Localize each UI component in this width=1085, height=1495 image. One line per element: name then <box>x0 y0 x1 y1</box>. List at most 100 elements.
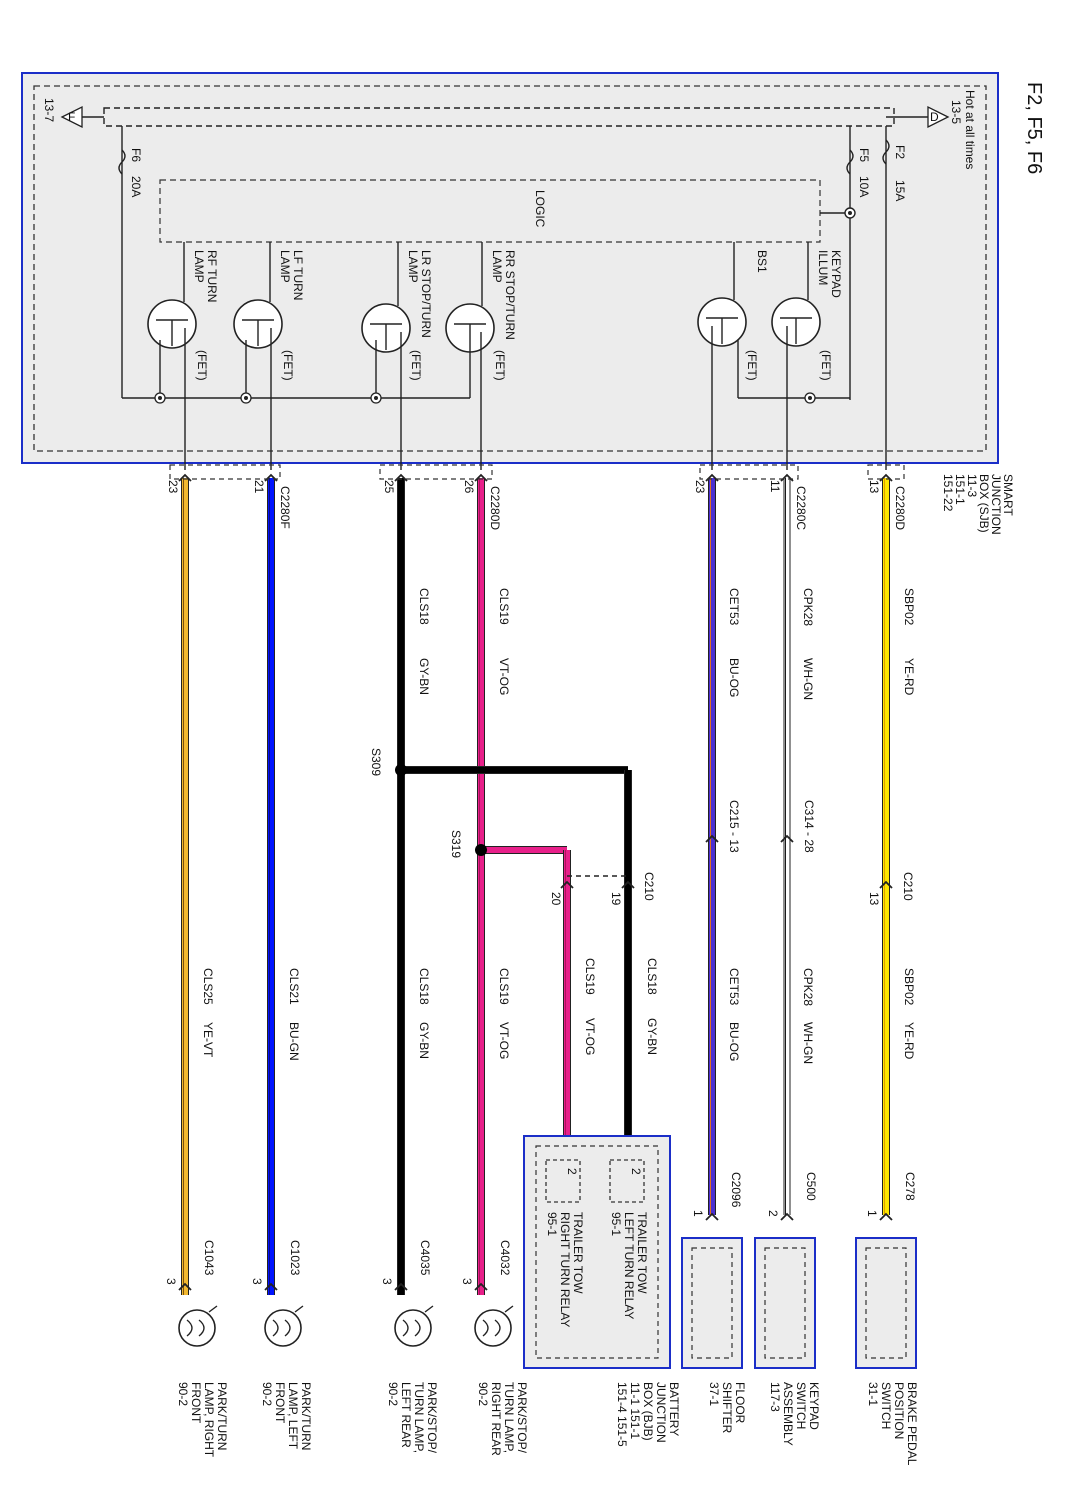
hot-triangle-f: F <box>60 105 83 129</box>
end-pin-chevron <box>879 1212 893 1221</box>
end-pin-chevron <box>264 1282 278 1291</box>
wire-sbp02-circuit-label: SBP02 <box>902 588 916 626</box>
relay-label-line: TRAILER TOW <box>635 1212 649 1294</box>
splice-s309-label: S309 <box>369 748 383 776</box>
wire-cls18-color-label: GY-BN <box>417 1022 431 1059</box>
component-label-line: 90-2 <box>386 1382 400 1406</box>
driver-label: KEYPAD <box>829 250 843 298</box>
sjb-connector-name: C2280F <box>278 486 292 529</box>
hot-label-line2: 13-5 <box>949 100 963 124</box>
relay-branch-cls18-color: GY-BN <box>645 1018 659 1055</box>
logic-label: LOGIC <box>533 190 547 228</box>
end-connector-label: C2096 <box>729 1172 743 1208</box>
fuse-symbols <box>118 126 890 470</box>
sjb-pin-number: 26 <box>462 480 476 494</box>
sjb-ref-13-7: 13-7 <box>42 98 56 122</box>
wire-cls21-circuit-label: CLS21 <box>287 968 301 1005</box>
driver-label: RR STOP/TURN <box>503 250 517 340</box>
lamp-ground-icon <box>294 1305 304 1313</box>
sjb-pin-number: 11 <box>768 480 782 493</box>
component-label-line: FLOOR <box>733 1382 747 1424</box>
sjb-title-line: 151-22 <box>941 474 955 512</box>
sjb-connector-boxes <box>169 464 905 480</box>
driver-label: LAMP <box>278 250 292 283</box>
sjb-pin-number: 25 <box>382 480 396 494</box>
fet-drivers <box>122 242 850 470</box>
splice-s309 <box>395 764 407 776</box>
bjb-label-line: 151-4 151-5 <box>615 1382 629 1447</box>
sjb-title-line: SMART <box>1001 474 1015 516</box>
sjb-pin-number: 23 <box>166 480 180 494</box>
hot-label-line1: Hot at all times <box>963 90 977 169</box>
end-pin-chevron <box>780 1212 794 1221</box>
component-label-line: RIGHT REAR <box>489 1382 503 1456</box>
splice-dot-center <box>244 396 248 400</box>
wire-cls25-color-label: YE-VT <box>201 1022 215 1058</box>
end-pin-number: 3 <box>164 1278 178 1285</box>
sjb-title-line: 151-1 <box>953 474 967 505</box>
wire-sbp02-color-label: YE-RD <box>902 1022 916 1060</box>
component-label-line: LEFT REAR <box>399 1382 413 1448</box>
bjb-label-line: BATTERY <box>667 1382 681 1436</box>
brake-pedal-switch-box <box>855 1237 917 1369</box>
fuse-f6-rating: 20A <box>129 176 143 197</box>
wire-cls19-color-label: VT-OG <box>497 658 511 695</box>
c215-chevron <box>705 834 719 843</box>
keypad-switch-box <box>754 1237 816 1369</box>
c215-label: C215 - 13 <box>727 800 741 853</box>
sjb-connector-name: C2280C <box>794 486 808 530</box>
fuse-f6-name: F6 <box>129 148 143 162</box>
wire-cet53-color-label: BU-OG <box>727 658 741 697</box>
component-label-line: 90-2 <box>260 1382 274 1406</box>
c210-label: C210 <box>901 872 915 901</box>
component-label-line: SHIFTER <box>720 1382 734 1434</box>
splice-dot-center <box>808 396 812 400</box>
c210-chevron <box>621 880 635 889</box>
sjb-pin-number: 23 <box>693 480 707 494</box>
wire-cpk28-circuit-label: CPK28 <box>801 968 815 1006</box>
lamp-bulb-icon <box>394 1309 432 1347</box>
c210-pin-cls19: 20 <box>549 892 563 906</box>
svg-text:D: D <box>930 110 939 124</box>
component-label-line: SWITCH <box>879 1382 893 1429</box>
splice-dot-center <box>374 396 378 400</box>
driver-label: LAMP <box>490 250 504 283</box>
component-label-line: 31-1 <box>866 1382 880 1406</box>
wire-cpk28-color-label: WH-GN <box>801 658 815 700</box>
end-pin-number: 1 <box>691 1210 705 1217</box>
driver-label: LR STOP/TURN <box>419 250 433 338</box>
fuse-f5-rating: 10A <box>857 176 871 197</box>
component-label-line: TURN LAMP, <box>412 1382 426 1453</box>
component-label-line: FRONT <box>189 1382 203 1424</box>
component-label-line: 90-2 <box>176 1382 190 1406</box>
sjb-pin-chevron <box>474 473 488 482</box>
driver-label: LAMP <box>192 250 206 283</box>
component-label-line: KEYPAD <box>807 1382 821 1430</box>
end-pin-number: 1 <box>865 1210 879 1217</box>
end-pin-chevron <box>705 1212 719 1221</box>
fet-label: (FET) <box>745 350 759 381</box>
end-pin-chevron <box>394 1282 408 1291</box>
lamp-ground-icon <box>504 1305 514 1313</box>
wire-cls21-color-label: BU-GN <box>287 1022 301 1061</box>
c210-pin-cls18: 19 <box>609 892 623 906</box>
relay-branch-cls18-circuit: CLS18 <box>645 958 659 995</box>
wire-harness <box>178 473 893 1347</box>
end-connector-label: C500 <box>804 1172 818 1201</box>
end-connector-label: C4032 <box>498 1240 512 1276</box>
end-pin-number: 3 <box>250 1278 264 1285</box>
relay-label-line: RIGHT TURN RELAY <box>558 1212 572 1327</box>
lamp-filament-icon <box>402 1319 421 1337</box>
wire-cls25-circuit-label: CLS25 <box>201 968 215 1005</box>
logic-box <box>159 179 821 243</box>
end-pin-number: 3 <box>460 1278 474 1285</box>
bjb-label-line: 11-1 151-1 <box>628 1382 642 1439</box>
lamp-bulb-icon <box>264 1309 302 1347</box>
relay-branch-cls19-circuit: CLS19 <box>583 958 597 995</box>
component-boxes <box>523 1135 917 1369</box>
wire-cls18-circuit-label: CLS18 <box>417 968 431 1005</box>
wire-cet53-circuit-label: CET53 <box>727 968 741 1006</box>
end-connector-label: C1043 <box>202 1240 216 1276</box>
